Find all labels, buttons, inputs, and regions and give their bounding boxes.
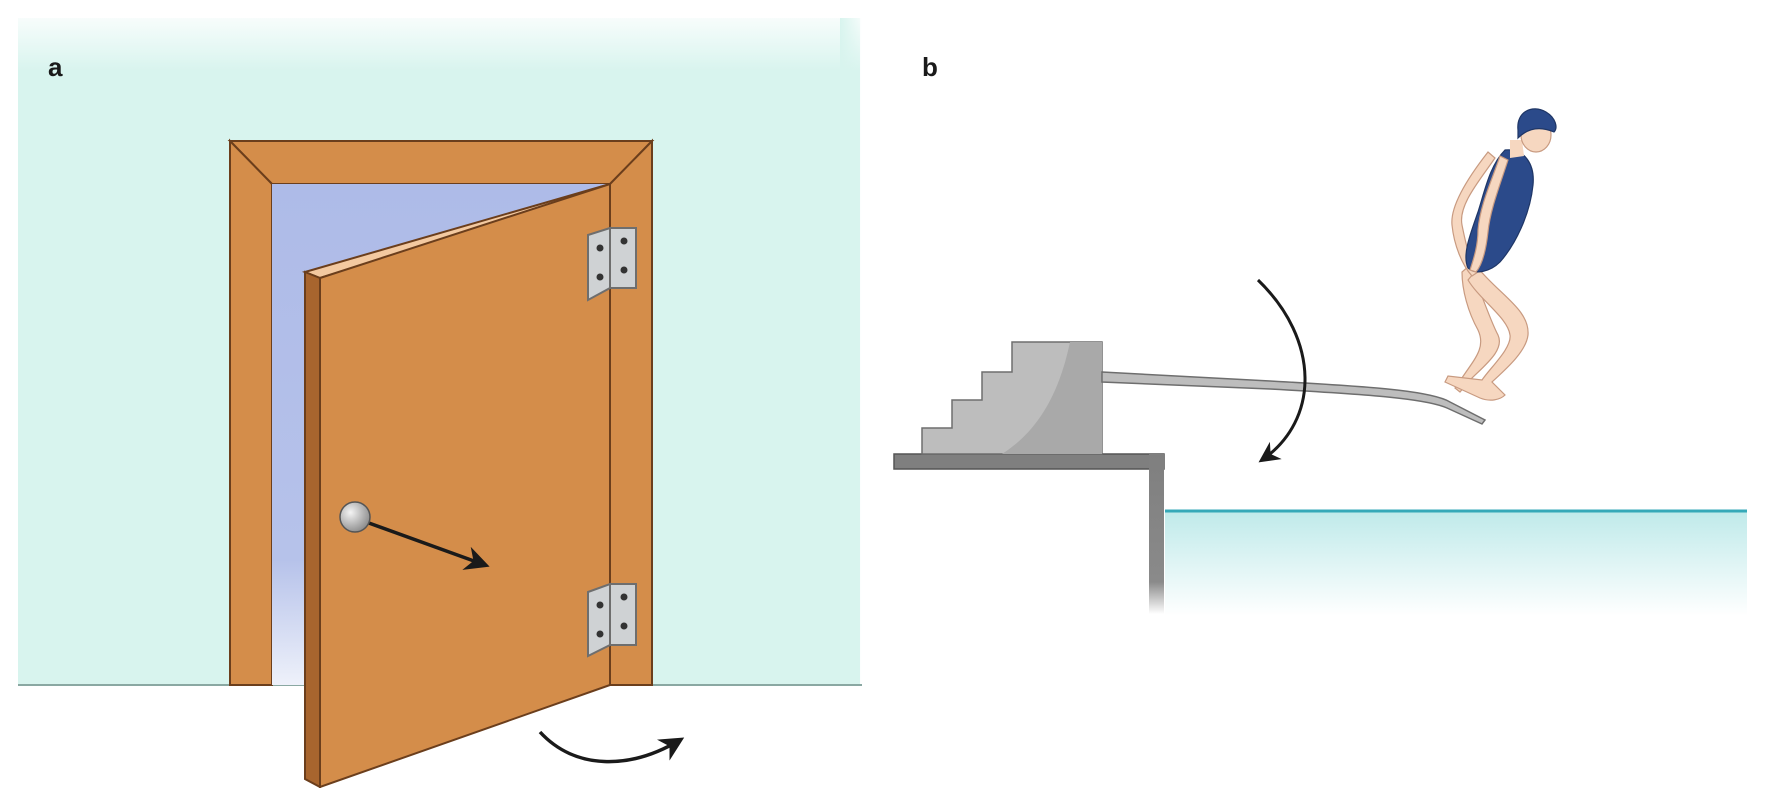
door-rotation-arrow bbox=[538, 730, 685, 764]
push-force-arrow bbox=[354, 516, 490, 570]
panel-b bbox=[893, 108, 1747, 616]
panel-label-a: a bbox=[48, 52, 63, 82]
diving-board bbox=[1101, 371, 1487, 425]
pool-platform bbox=[893, 453, 1165, 614]
pool-water bbox=[1165, 511, 1747, 616]
diver-icon bbox=[1444, 108, 1557, 401]
hinge-icon bbox=[587, 226, 637, 302]
panel-a bbox=[18, 18, 862, 788]
hinge-icon bbox=[587, 582, 637, 658]
panel-label-b: b bbox=[922, 52, 938, 82]
board-bending-arrow bbox=[1256, 278, 1307, 463]
wall-right-fade bbox=[840, 18, 862, 685]
diving-stand-steps bbox=[921, 341, 1103, 455]
door bbox=[301, 182, 611, 788]
door-knob-icon bbox=[339, 501, 371, 533]
